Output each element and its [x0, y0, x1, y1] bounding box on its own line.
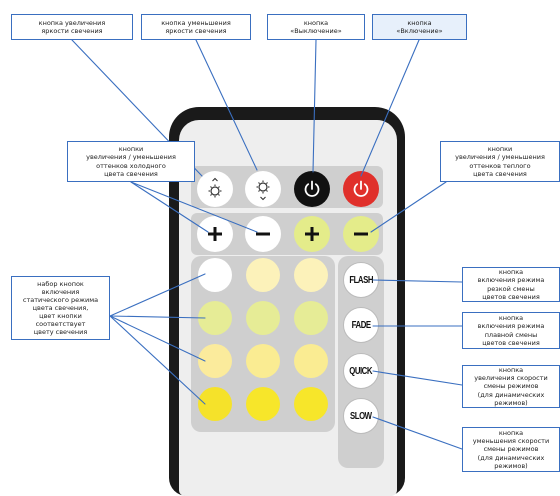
flash-button-label: FLASH — [349, 274, 373, 286]
warm-minus-button[interactable] — [343, 216, 379, 252]
warm-plus-button[interactable] — [294, 216, 330, 252]
slow-button-label: SLOW — [350, 410, 372, 422]
color-button-r3-c2[interactable] — [246, 344, 280, 378]
color-button-r1-c2[interactable] — [246, 258, 280, 292]
power-icon — [304, 180, 320, 197]
callout-warm-shades: кнопки увеличения / уменьшения оттенков … — [440, 141, 560, 182]
sun-down-icon — [256, 180, 270, 201]
plus-icon — [305, 227, 319, 241]
minus-icon — [256, 232, 270, 236]
color-button-r3-c3[interactable] — [294, 344, 328, 378]
callout-brightness-up: кнопка увеличения яркости свечения — [11, 14, 133, 40]
minus-icon — [354, 232, 368, 236]
sun-up-icon — [208, 177, 222, 198]
brightness-up-button[interactable] — [197, 171, 233, 207]
color-button-r2-c2[interactable] — [246, 301, 280, 335]
color-button-r1-c1[interactable] — [198, 258, 232, 292]
quick-button[interactable]: QUICK — [343, 353, 379, 389]
cold-plus-button[interactable] — [197, 216, 233, 252]
callout-flash: кнопка включения режима резкой смены цве… — [462, 267, 560, 302]
color-button-r3-c1[interactable] — [198, 344, 232, 378]
color-button-r2-c3[interactable] — [294, 301, 328, 335]
fade-button-label: FADE — [351, 319, 371, 331]
callout-slow: кнопка уменьшения скорости смены режимов… — [462, 427, 560, 472]
slow-button[interactable]: SLOW — [343, 398, 379, 434]
power-icon — [353, 180, 369, 197]
cold-minus-button[interactable] — [245, 216, 281, 252]
callout-brightness-down: кнопка уменьшения яркости свечения — [141, 14, 251, 40]
flash-button[interactable]: FLASH — [343, 262, 379, 298]
power-on-button[interactable] — [343, 171, 379, 207]
color-button-r4-c1[interactable] — [198, 387, 232, 421]
callout-on: кнопка «Включение» — [372, 14, 467, 40]
color-button-r4-c2[interactable] — [246, 387, 280, 421]
color-button-r2-c1[interactable] — [198, 301, 232, 335]
callout-fade: кнопка включения режима плавной смены цв… — [462, 312, 560, 349]
callout-cold-shades: кнопки увеличения / уменьшения оттенков … — [67, 141, 195, 182]
plus-icon — [208, 227, 222, 241]
color-button-r4-c3[interactable] — [294, 387, 328, 421]
callout-quick: кнопка увеличения скорости смены режимов… — [462, 365, 560, 408]
brightness-down-button[interactable] — [245, 171, 281, 207]
color-button-r1-c3[interactable] — [294, 258, 328, 292]
callout-off: кнопка «Выключение» — [267, 14, 365, 40]
quick-button-label: QUICK — [349, 365, 373, 377]
power-off-button[interactable] — [294, 171, 330, 207]
fade-button[interactable]: FADE — [343, 307, 379, 343]
callout-static-set: набор кнопок включения статического режи… — [11, 276, 110, 340]
